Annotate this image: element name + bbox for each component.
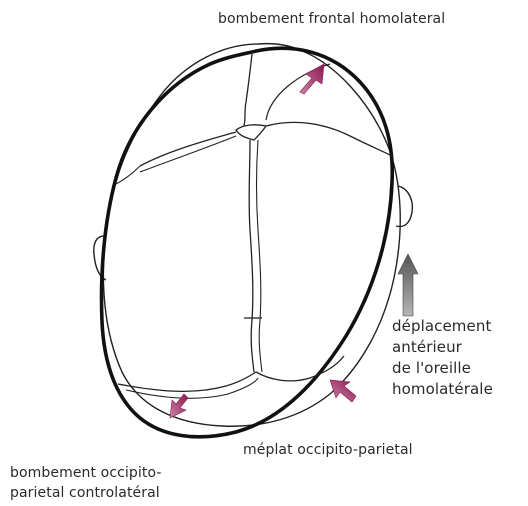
label-ear-shift-line-4: homolatérale xyxy=(392,379,493,400)
label-occipital-bulge: bombement occipito- parietal controlatér… xyxy=(10,463,162,503)
coronal-suture xyxy=(140,122,392,166)
label-occipital-bulge-line-2: parietal controlatéral xyxy=(10,483,162,503)
sagittal-suture-double xyxy=(257,140,263,372)
frontal-bulge-arrow xyxy=(300,64,324,94)
label-frontal-bulge: bombement frontal homolateral xyxy=(218,10,445,29)
coronal-suture-inner xyxy=(116,136,236,184)
skull-outline-deformed xyxy=(102,48,393,437)
head-outline-thin xyxy=(103,44,400,427)
label-flattening: méplat occipito-parietal xyxy=(243,441,413,460)
label-ear-shift-line-3: de l'oreille xyxy=(392,358,493,379)
ear-shift-arrow xyxy=(398,254,418,316)
label-occipital-bulge-line-1: bombement occipito- xyxy=(10,463,162,483)
label-ear-shift-line-2: antérieur xyxy=(392,337,493,358)
label-ear-shift: déplacement antérieur de l'oreille homol… xyxy=(392,316,493,400)
label-ear-shift-line-1: déplacement xyxy=(392,316,493,337)
anterior-fontanelle xyxy=(236,125,266,140)
flattening-arrow xyxy=(330,380,356,402)
sagittal-suture xyxy=(249,140,254,372)
metopic-suture xyxy=(244,54,252,126)
